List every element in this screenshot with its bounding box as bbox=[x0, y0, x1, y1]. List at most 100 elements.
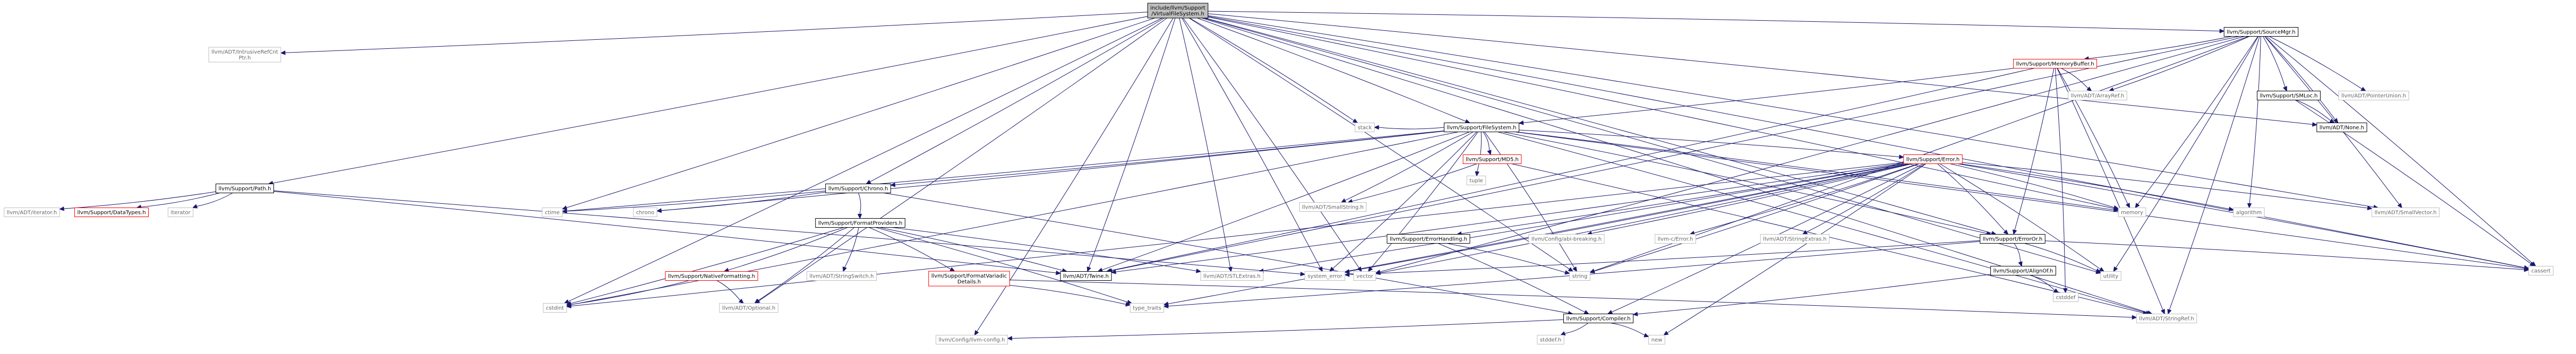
node-box bbox=[543, 303, 567, 313]
edge-filesystem-to-stringref bbox=[1497, 132, 2146, 313]
node-stringref: llvm/ADT/StringRef.h bbox=[2136, 314, 2197, 323]
node-box bbox=[2528, 266, 2554, 275]
node-label: llvm/Config/abi-breaking.h bbox=[1531, 237, 1602, 243]
node-errorhandling[interactable]: llvm/Support/ErrorHandling.h bbox=[1387, 234, 1470, 244]
graph-edges bbox=[58, 11, 2536, 341]
node-label: llvm/ADT/PointerUnion.h bbox=[2341, 93, 2406, 99]
edge-vfs-to-stlextras bbox=[1179, 18, 1231, 267]
edge-arrowhead bbox=[1572, 266, 1578, 272]
edge-arrowhead bbox=[890, 182, 896, 187]
node-vfs[interactable]: include/llvm/Support/VirtualFileSystem.h bbox=[1147, 3, 1209, 19]
node-box bbox=[936, 335, 1008, 344]
edge-arrowhead bbox=[1344, 272, 1350, 277]
edge-path-to-systemerror bbox=[273, 190, 1301, 274]
edge-arrowhead bbox=[1086, 266, 1091, 272]
edge-errorhandling-to-string bbox=[1447, 243, 1566, 273]
edge-vfs-to-path bbox=[272, 16, 1148, 184]
node-label: algorithm bbox=[2236, 210, 2262, 216]
node-label: llvm/ADT/SmallString.h bbox=[1302, 205, 1364, 211]
edge-memorybuffer-to-memory bbox=[2057, 68, 2128, 204]
node-iteratorstd: iterator bbox=[167, 208, 194, 217]
node-iterator: llvm/ADT/iterator.h bbox=[4, 208, 60, 217]
node-stlextras: llvm/ADT/STLExtras.h bbox=[1200, 271, 1264, 281]
edge-arrowhead bbox=[1564, 270, 1570, 275]
node-smloc[interactable]: llvm/Support/SMLoc.h bbox=[2257, 91, 2321, 100]
edge-nativeformatting-to-cstdint bbox=[570, 280, 690, 305]
edge-compiler-to-new bbox=[1611, 323, 1645, 336]
edge-arrowhead bbox=[656, 208, 662, 213]
node-box bbox=[1466, 176, 1486, 185]
node-chronoh[interactable]: llvm/Support/Chrono.h bbox=[825, 184, 891, 193]
edge-filesystem-to-string bbox=[1484, 132, 1575, 269]
node-box bbox=[665, 271, 758, 281]
edge-vfs-to-optional bbox=[758, 18, 1168, 301]
edge-filesystem-to-systemerror bbox=[1332, 132, 1477, 269]
node-label: llvm/ADT/Twine.h bbox=[1063, 274, 1109, 280]
node-errorh[interactable]: llvm/Support/Error.h bbox=[1903, 154, 1963, 164]
edge-vfs-to-sourcemgr bbox=[1208, 11, 2220, 31]
edge-vfs-to-llvmconfig bbox=[977, 18, 1174, 332]
node-label: tuple bbox=[1469, 178, 1483, 184]
node-compiler[interactable]: llvm/Support/Compiler.h bbox=[1563, 314, 1634, 323]
edge-arrowhead bbox=[2062, 288, 2068, 293]
edge-arrowhead bbox=[2135, 203, 2140, 209]
edge-errorh-to-typetraits bbox=[1168, 163, 1910, 305]
edge-formatvariadic-to-stringref bbox=[1009, 280, 2133, 318]
node-tuple: tuple bbox=[1466, 176, 1486, 185]
node-nativeformatting[interactable]: llvm/Support/NativeFormatting.h bbox=[665, 271, 758, 281]
node-box bbox=[2118, 208, 2146, 217]
edge-arrowhead bbox=[2113, 205, 2119, 210]
node-label: iterator bbox=[170, 210, 191, 216]
edge-memorybuffer-to-arrayref bbox=[2061, 68, 2089, 89]
node-formatproviders[interactable]: llvm/Support/FormatProviders.h bbox=[815, 218, 905, 228]
edge-arrowhead bbox=[1584, 310, 1589, 315]
edge-chronoh-to-formatproviders bbox=[858, 193, 861, 214]
edge-errorh-to-llvmerror bbox=[1693, 163, 1919, 234]
edge-formatproviders-to-formatvariadic bbox=[869, 227, 951, 270]
edge-compiler-to-stddef bbox=[1564, 323, 1589, 334]
edge-vfs-to-cassert bbox=[1208, 16, 2525, 268]
edge-errorh-to-abibreaking bbox=[1591, 163, 1913, 234]
node-utility: utility bbox=[2100, 271, 2121, 281]
edge-vfs-to-chronoh bbox=[870, 18, 1165, 183]
node-box bbox=[1353, 271, 1376, 281]
node-filesystem[interactable]: llvm/Support/FileSystem.h bbox=[1443, 123, 1520, 132]
node-datatypes[interactable]: llvm/Support/DataTypes.h bbox=[74, 208, 149, 217]
edge-arrowhead bbox=[2160, 309, 2165, 315]
node-twine[interactable]: llvm/ADT/Twine.h bbox=[1060, 271, 1112, 281]
graph-nodes: include/llvm/Support/VirtualFileSystem.h… bbox=[4, 3, 2554, 344]
edge-filesystem-to-vector bbox=[1371, 132, 1478, 269]
edge-vfs-to-vector bbox=[1183, 18, 1359, 269]
node-label: llvm/ADT/ArrayRef.h bbox=[2071, 93, 2125, 99]
node-md5[interactable]: llvm/Support/MD5.h bbox=[1462, 154, 1522, 164]
node-label: new bbox=[1651, 338, 1663, 343]
node-label: ctime bbox=[545, 210, 560, 216]
node-memorybuffer[interactable]: llvm/Support/MemoryBuffer.h bbox=[2013, 59, 2098, 68]
node-errororh[interactable]: llvm/Support/ErrorOr.h bbox=[1980, 234, 2046, 244]
node-llvmerror: llvm-c/Error.h bbox=[1655, 234, 1696, 244]
node-box bbox=[1537, 335, 1564, 344]
edge-arrowhead bbox=[2312, 122, 2318, 127]
node-alignof[interactable]: llvm/Support/AlignOf.h bbox=[1990, 266, 2056, 275]
edge-vfs-to-intrusiveref bbox=[285, 12, 1148, 53]
edge-vfs-to-ctime bbox=[566, 18, 1155, 208]
node-label: chrono bbox=[636, 210, 654, 216]
node-label: vector bbox=[1356, 274, 1374, 280]
edge-formatproviders-to-optional bbox=[758, 227, 855, 301]
node-box bbox=[2223, 27, 2299, 37]
node-sourcemgr[interactable]: llvm/Support/SourceMgr.h bbox=[2223, 27, 2299, 37]
edge-sourcemgr-to-vector bbox=[1380, 36, 2245, 272]
edge-errorh-to-errorhandling bbox=[1461, 163, 1905, 234]
node-none[interactable]: llvm/ADT/None.h bbox=[2316, 123, 2367, 132]
edge-arrowhead bbox=[866, 179, 871, 185]
edge-arrowhead bbox=[192, 204, 198, 209]
node-box bbox=[1903, 154, 1963, 164]
node-stringswitch: llvm/ADT/StringSwitch.h bbox=[806, 271, 877, 281]
node-path[interactable]: llvm/Support/Path.h bbox=[216, 184, 274, 193]
node-label: llvm/ADT/STLExtras.h bbox=[1203, 274, 1261, 280]
node-box bbox=[806, 271, 877, 281]
edge-errorh-to-smallvector bbox=[1962, 162, 2368, 209]
edge-arrowhead bbox=[561, 209, 567, 213]
